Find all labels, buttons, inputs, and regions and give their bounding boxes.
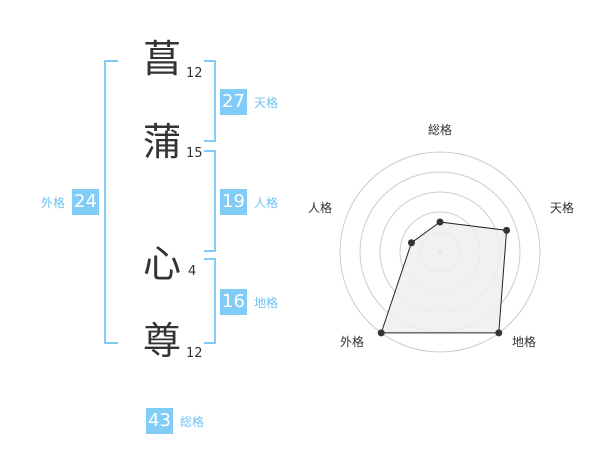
jinkaku-label: 人格	[254, 196, 279, 210]
name-char-2: 蒲	[142, 120, 181, 164]
tenkaku-label: 天格	[254, 96, 279, 110]
chikaku-value: 16	[220, 289, 247, 315]
radar-point-3	[377, 329, 385, 337]
radar-label-jinkaku: 人格	[308, 201, 333, 215]
name-char-3: 心	[142, 242, 181, 286]
radar-point-0	[436, 218, 444, 226]
stroke-count-4: 12	[186, 346, 203, 361]
tenkaku-bracket	[204, 60, 216, 142]
jinkaku-bracket	[204, 150, 216, 252]
chikaku-bracket	[204, 258, 216, 344]
soukaku-value: 43	[146, 408, 173, 434]
radar-point-1	[503, 226, 511, 234]
gaikaku-label: 外格	[41, 196, 66, 210]
radar-polygon	[380, 221, 508, 334]
name-char-4: 尊	[142, 319, 181, 363]
soukaku-label: 総格	[180, 415, 205, 429]
radar-grid-ring	[339, 151, 541, 353]
jinkaku-value: 19	[220, 189, 247, 215]
radar-label-chikaku: 地格	[512, 335, 537, 349]
stroke-count-1: 12	[186, 66, 203, 81]
radar-label-tenkaku: 天格	[550, 201, 575, 215]
stroke-count-3: 4	[188, 264, 197, 279]
tenkaku-value: 27	[220, 89, 247, 115]
stroke-count-2: 15	[186, 146, 203, 161]
radar-label-gaikaku: 外格	[340, 335, 365, 349]
radar-label-soukaku: 総格	[428, 123, 453, 137]
chikaku-label: 地格	[254, 296, 279, 310]
name-char-1: 菖	[142, 37, 181, 81]
gaikaku-bracket	[104, 60, 118, 344]
radar-point-2	[495, 329, 503, 337]
radar-point-4	[407, 239, 415, 247]
gaikaku-value: 24	[72, 189, 99, 215]
